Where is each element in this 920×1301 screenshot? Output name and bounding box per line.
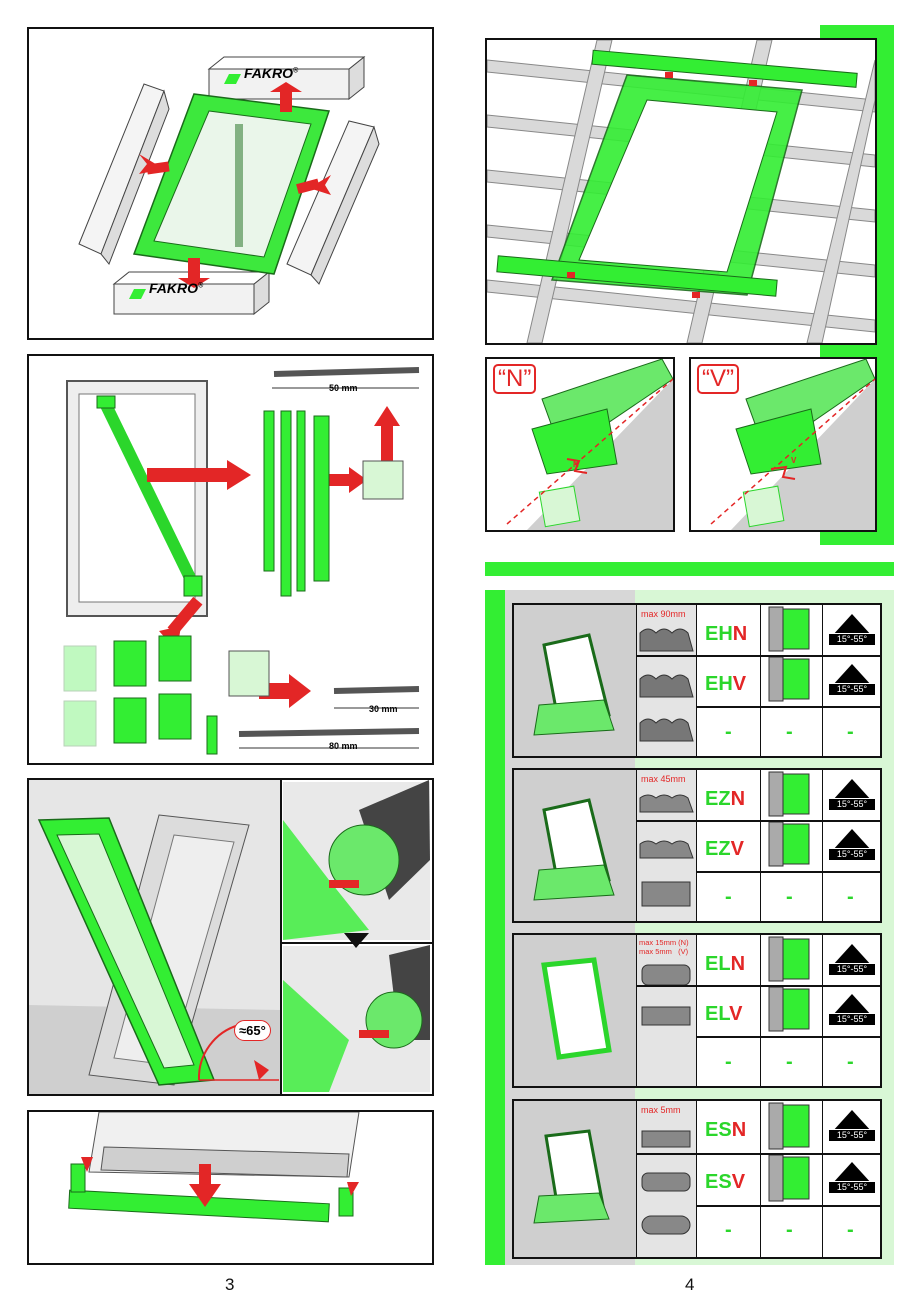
product-code: ELV [705, 1003, 743, 1025]
variant-n-label: “N” [493, 364, 537, 394]
bottom-flashing-illustration [68, 1112, 360, 1223]
table-row: max 90mm EHN EHV - - 15°-55° 15°-55° - [512, 603, 882, 758]
profile-section-icon [768, 771, 810, 867]
step-3-panel: ≈65° [27, 778, 434, 1096]
product-code: EZV [705, 838, 744, 860]
max-tile-height-cell: max 15mm (N) max 5mm (V) [636, 935, 696, 1086]
max-tile-height: max 45mm [641, 774, 686, 784]
profile-section-icon [768, 936, 810, 1032]
roof-pitch-icon: 15°-55° [828, 660, 876, 698]
variant-v-label: “V” [697, 364, 739, 394]
flashing-exploded-illustration [78, 55, 380, 316]
variant-n-section-illustration [506, 359, 673, 530]
roof-pitch-icon: 15°-55° [828, 1106, 876, 1144]
product-code: EZN [705, 788, 746, 810]
max-tile-height: max 15mm (N) [639, 938, 689, 947]
product-code: ESV [705, 1171, 746, 1193]
flashing-thumbnail [514, 605, 636, 756]
registered-mark: ® [293, 67, 299, 75]
flashing-thumbnail [514, 935, 636, 1086]
page-number-right: 4 [685, 1275, 695, 1294]
opening-angle-label: ≈65° [234, 1020, 271, 1041]
roof-pitch-icon: 15°-55° [828, 775, 876, 813]
fakro-logo-bottom: FAKRO [149, 280, 198, 296]
table-row: max 5mm ESN ESV - - 15°-55° 15°-55° - [512, 1099, 882, 1259]
max-tile-height-cell: max 5mm [636, 1101, 696, 1257]
green-bar-table-left [485, 590, 505, 1265]
step-2-panel: 50 mm 30 mm 80 mm [27, 354, 434, 765]
table-row: max 15mm (N) max 5mm (V) ELN ELV - - 15°… [512, 933, 882, 1088]
max-tile-height: max 5mm [641, 1105, 681, 1115]
max-tile-height-v: max 5mm (V) [639, 947, 689, 956]
max-tile-height: max 90mm [641, 609, 686, 619]
variant-v-section-illustration [710, 359, 875, 530]
product-code: ELN [705, 953, 746, 975]
max-tile-height-cell: max 90mm [636, 605, 696, 756]
roof-pitch-icon: 15°-55° [828, 1158, 876, 1196]
flashing-thumbnail [514, 1101, 636, 1257]
variant-v-panel: “V” V [689, 357, 877, 532]
screw-length-50: 50 mm [329, 383, 358, 393]
product-code: ESN [705, 1119, 747, 1141]
max-tile-height-cell: max 45mm [636, 770, 696, 921]
screw-length-80: 80 mm [329, 741, 358, 751]
step-5-panel [485, 38, 877, 345]
product-code: EHV [705, 673, 747, 695]
registered-mark: ® [198, 282, 204, 290]
product-code: EHN [705, 623, 748, 645]
table-row: max 45mm EZN EZV - - 15°-55° 15°-55° - [512, 768, 882, 923]
roof-pitch-icon: 15°-55° [828, 825, 876, 863]
roof-pitch-icon: 15°-55° [828, 990, 876, 1028]
screw-length-30: 30 mm [369, 704, 398, 714]
roof-pitch-icon: 15°-55° [828, 940, 876, 978]
page-number-left: 3 [225, 1275, 235, 1294]
section-letter-v: V [791, 456, 797, 465]
flashing-thumbnail [514, 770, 636, 921]
step-1-panel: FAKRO® FAKRO® [27, 27, 434, 340]
roof-pitch-icon: 15°-55° [828, 610, 876, 648]
profile-section-icon [768, 1102, 810, 1202]
fakro-logo-top: FAKRO [244, 65, 293, 81]
variant-n-panel: “N” N [485, 357, 675, 532]
sash-opening-illustration [29, 780, 432, 1094]
profile-section-icon [768, 606, 810, 702]
kit-contents-illustration [63, 367, 420, 755]
step-4-panel [27, 1110, 434, 1265]
roof-installation-illustration [487, 40, 875, 343]
section-letter-n: N [573, 460, 579, 469]
green-divider [485, 562, 894, 576]
